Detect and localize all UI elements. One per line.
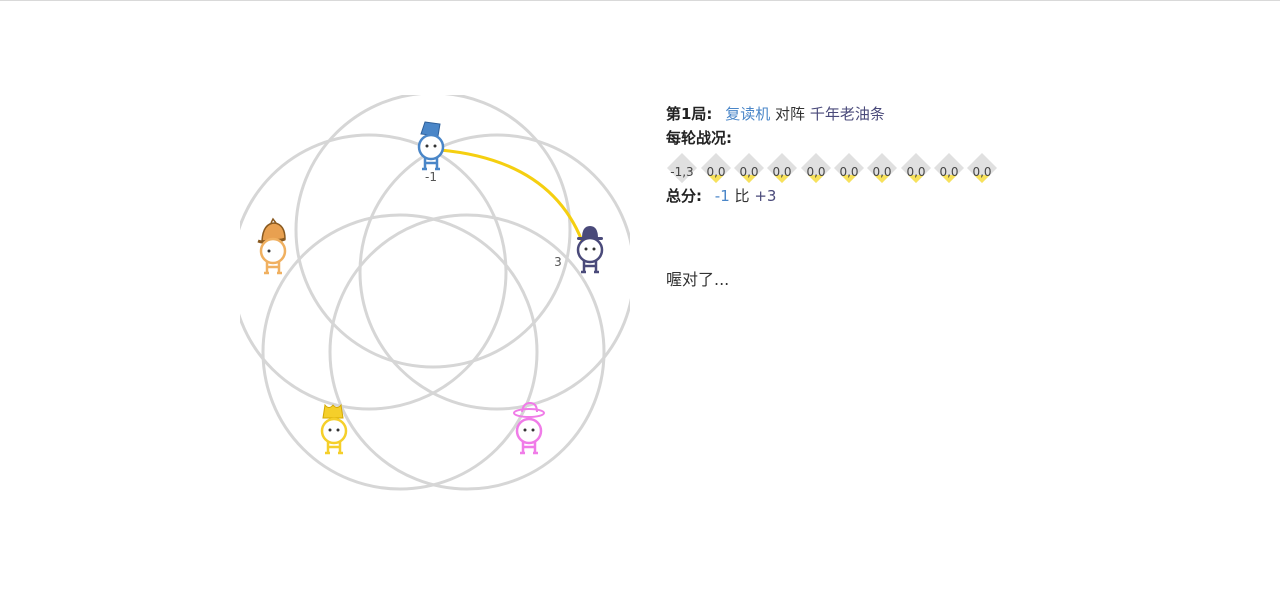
player-b-name: 千年老油条	[809, 105, 885, 123]
round-result: 0,0	[866, 152, 898, 184]
round-result: 0,0	[933, 152, 965, 184]
board-circle	[294, 95, 572, 369]
player-head	[417, 133, 445, 161]
match-info: 第1局: 复读机 对阵 千年老油条 每轮战况: -1,3 0,0 0,0 0,0…	[666, 102, 1166, 208]
narration-message: 喔对了...	[666, 270, 730, 289]
player-head	[320, 417, 348, 445]
round-result: 0,0	[966, 152, 998, 184]
board-circle	[261, 213, 539, 491]
player-body	[264, 262, 282, 275]
orange-player[interactable]	[257, 217, 287, 275]
yellow-player[interactable]	[320, 403, 348, 455]
player-head	[515, 417, 543, 445]
round-result: 0,0	[900, 152, 932, 184]
navy-player-score: 3	[554, 255, 562, 269]
board-svg: -1 3	[240, 95, 630, 491]
player-head	[259, 237, 287, 265]
per-round-label: 每轮战况:	[666, 129, 732, 147]
total-label: 总分:	[666, 187, 702, 205]
blue-player[interactable]	[417, 121, 445, 171]
round-result: 0,0	[733, 152, 765, 184]
player-head	[576, 236, 604, 264]
bowler-hat-icon	[582, 226, 598, 238]
active-match-link	[439, 148, 584, 242]
round-result: 0,0	[800, 152, 832, 184]
round-result: -1,3	[666, 152, 698, 184]
player-body	[422, 158, 440, 171]
round-title-row: 第1局: 复读机 对阵 千年老油条	[666, 102, 1166, 126]
pink-player[interactable]	[513, 401, 545, 455]
total-a: -1	[714, 187, 730, 205]
round-result: 0,0	[833, 152, 865, 184]
vs-label: 对阵	[775, 105, 806, 123]
total-b: +3	[754, 187, 777, 205]
round-results: -1,3 0,0 0,0 0,0 0,0 0,0 0,0 0,0	[666, 152, 1166, 184]
tophat-icon	[322, 403, 344, 419]
board-circle	[240, 133, 508, 411]
sunhat-icon	[513, 408, 545, 418]
game-board: -1 3	[240, 95, 630, 495]
board-circle	[358, 133, 630, 411]
top-border	[0, 0, 1280, 1]
total-sep: 比	[734, 187, 750, 205]
player-a-name: 复读机	[725, 105, 771, 123]
round-result: 0,0	[700, 152, 732, 184]
total-row: 总分: -1 比 +3	[666, 184, 1166, 208]
board-circle	[328, 213, 606, 491]
blue-player-score: -1	[425, 170, 437, 184]
player-body	[520, 442, 538, 455]
player-body	[325, 442, 343, 455]
navy-player[interactable]	[576, 226, 604, 274]
detective-hat-icon	[261, 222, 286, 242]
round-label: 第1局:	[666, 105, 713, 123]
player-body	[581, 261, 599, 274]
board-circles	[240, 95, 630, 491]
round-result: 0,0	[766, 152, 798, 184]
